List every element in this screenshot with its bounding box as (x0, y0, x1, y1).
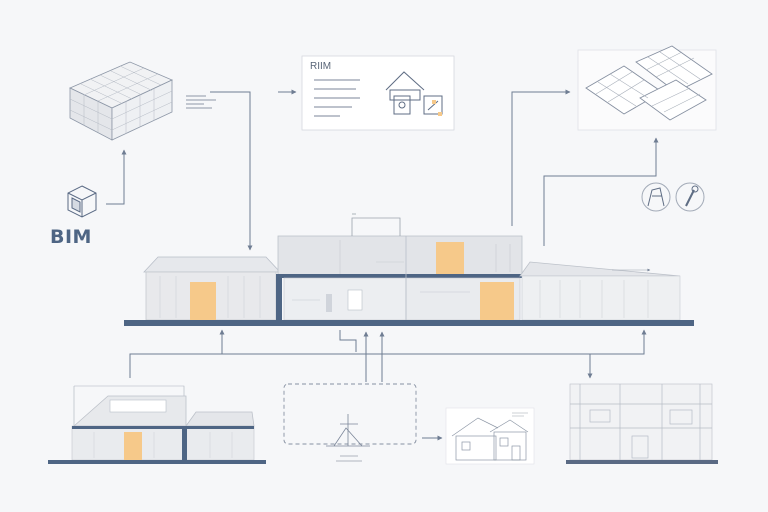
connector-lines (106, 89, 659, 441)
building-notes-lines (186, 95, 216, 109)
dashed-sketch-box (283, 383, 417, 462)
cube-icon (67, 185, 97, 218)
document-card (301, 55, 455, 131)
bim-label: BIM (50, 226, 92, 248)
floor-plan-drawing (577, 45, 717, 131)
bottom-right-section (566, 383, 718, 464)
isometric-building-model (69, 61, 173, 141)
tool-icons (641, 182, 705, 212)
bottom-left-building (48, 385, 266, 464)
house-icon (385, 71, 443, 116)
house-sketch-card (445, 407, 535, 465)
main-building-section (124, 213, 694, 326)
document-card-title: RIIM (310, 61, 332, 72)
